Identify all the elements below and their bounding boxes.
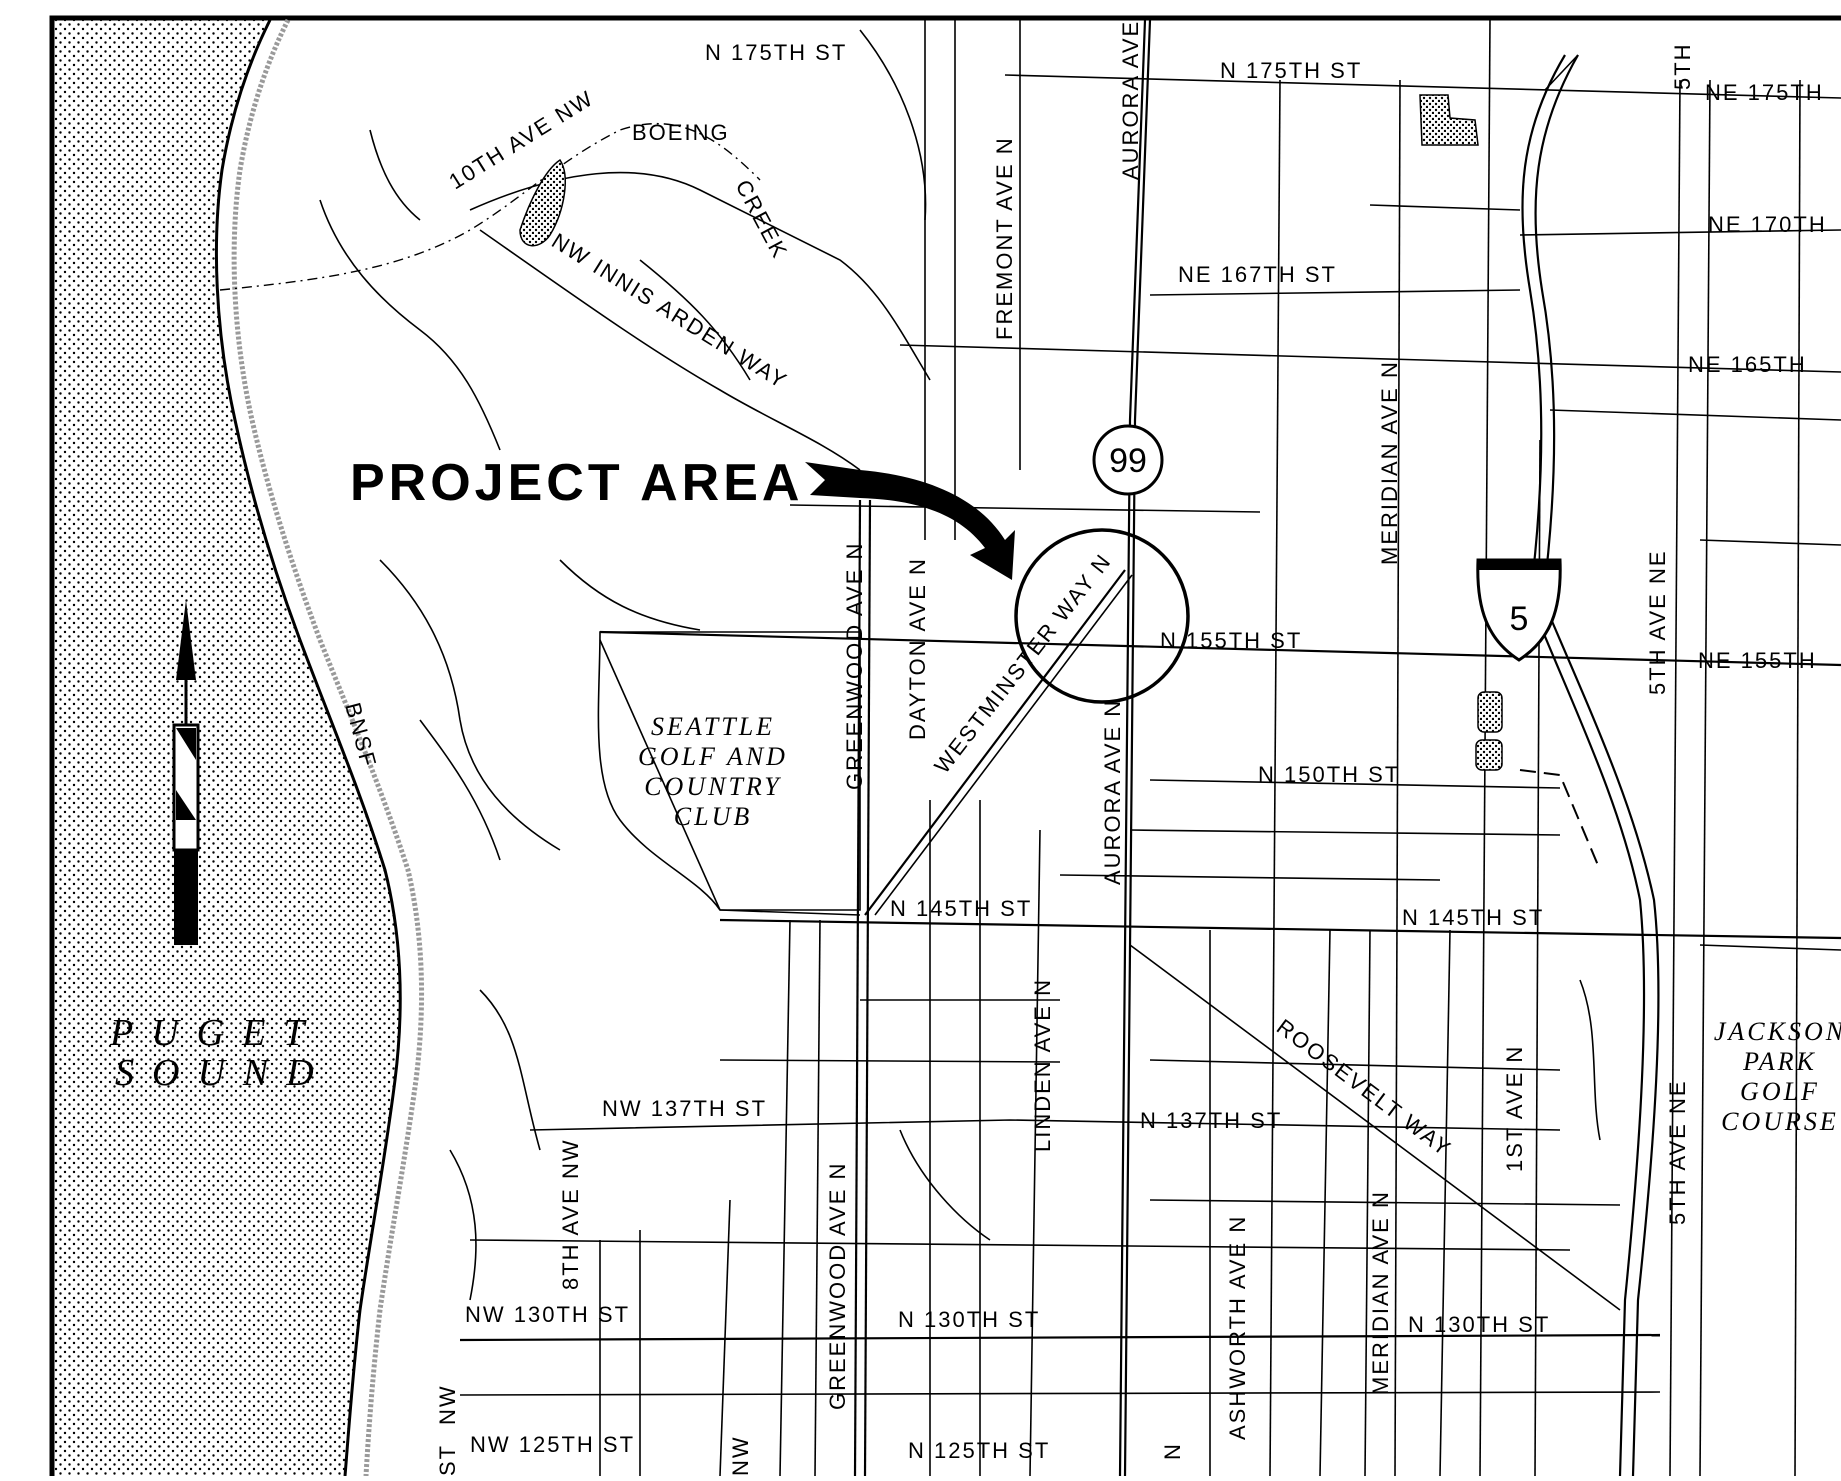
street-label: N 130TH ST — [898, 1307, 1040, 1332]
street-label: NW 130TH ST — [465, 1302, 630, 1327]
golf-club-label: SEATTLE GOLF AND COUNTRY CLUB — [638, 712, 788, 831]
street-label: NE 167TH ST — [1178, 262, 1337, 287]
street-label: 5TH AVE NE — [1665, 1079, 1690, 1225]
street-label: N 145TH ST — [890, 896, 1032, 921]
street-label: NE 170TH — [1708, 212, 1827, 237]
pond-northeast — [1419, 94, 1479, 146]
pond-east-2 — [1475, 739, 1503, 771]
svg-text:COURSE: COURSE — [1721, 1107, 1839, 1136]
street-label: 1ST AVE N — [1502, 1045, 1527, 1172]
route-99-shield-icon: 99 — [1092, 424, 1164, 496]
svg-text:SEATTLE: SEATTLE — [651, 712, 775, 741]
road-network — [219, 19, 1841, 1477]
street-label: 8TH AVE NW — [558, 1138, 583, 1290]
svg-text:GOLF: GOLF — [1740, 1077, 1820, 1106]
svg-text:CLUB: CLUB — [674, 802, 752, 831]
street-label: NW 125TH ST — [470, 1432, 635, 1457]
street-label: MERIDIAN AVE N — [1368, 1190, 1393, 1395]
street-label: MERIDIAN AVE N — [1377, 360, 1402, 565]
street-label: AURORA AVE — [1118, 20, 1143, 180]
water-label-puget: PUGET — [109, 1012, 322, 1054]
street-label: N 130TH ST — [1408, 1312, 1550, 1337]
pond-boeing-creek — [519, 158, 566, 247]
street-label: NW — [728, 1435, 753, 1476]
street-label: AURORA AVE N — [1100, 699, 1125, 885]
street-label: 5TH — [1670, 42, 1695, 90]
street-label: NW — [435, 1384, 460, 1425]
bnsf-railroad — [231, 18, 425, 1477]
svg-text:GOLF AND: GOLF AND — [638, 742, 788, 771]
puget-sound-water — [55, 20, 401, 1476]
street-label: GREENWOOD AVE N — [842, 542, 867, 790]
shoreline — [214, 19, 402, 1477]
street-label: N 175TH ST — [705, 40, 847, 65]
street-label: N 175TH ST — [1220, 58, 1362, 83]
interstate-5-shield-icon: 5 — [1476, 558, 1562, 662]
interstate-5-label: 5 — [1510, 600, 1529, 638]
jackson-park-label: JACKSON PARK GOLF COURSE — [1714, 1017, 1841, 1136]
svg-text:JACKSON: JACKSON — [1714, 1017, 1841, 1046]
street-label: NE 175TH — [1705, 80, 1824, 105]
street-label: LINDEN AVE N — [1030, 978, 1055, 1152]
project-area-label: PROJECT AREA — [350, 454, 803, 512]
street-label: FREMONT AVE N — [992, 136, 1017, 340]
street-label: ST — [435, 1444, 460, 1476]
street-label: N 150TH ST — [1258, 762, 1400, 787]
street-label: N 155TH ST — [1160, 628, 1302, 653]
pond-east-1 — [1477, 691, 1503, 733]
street-label: NE 165TH — [1688, 352, 1807, 377]
street-label: GREENWOOD AVE N — [825, 1162, 850, 1410]
street-label: DAYTON AVE N — [905, 557, 930, 740]
project-area-circle — [1014, 528, 1190, 704]
street-label: N 125TH ST — [908, 1438, 1050, 1463]
street-label: ASHWORTH AVE N — [1225, 1215, 1250, 1440]
street-label: 5TH AVE NE — [1645, 549, 1670, 695]
project-area-arrow — [805, 462, 1015, 580]
street-label: NW 137TH ST — [602, 1096, 767, 1121]
street-label: NE 155TH — [1698, 648, 1817, 673]
route-99-label: 99 — [1109, 442, 1147, 480]
north-arrow-icon — [172, 600, 200, 945]
street-label: BOEING — [632, 120, 730, 145]
svg-text:COUNTRY: COUNTRY — [644, 772, 782, 801]
street-label: N — [1160, 1442, 1185, 1460]
street-label: N 145TH ST — [1402, 905, 1544, 930]
street-label: N 137TH ST — [1140, 1108, 1282, 1133]
svg-text:PARK: PARK — [1742, 1047, 1817, 1076]
water-label-sound: SOUND — [115, 1052, 332, 1094]
